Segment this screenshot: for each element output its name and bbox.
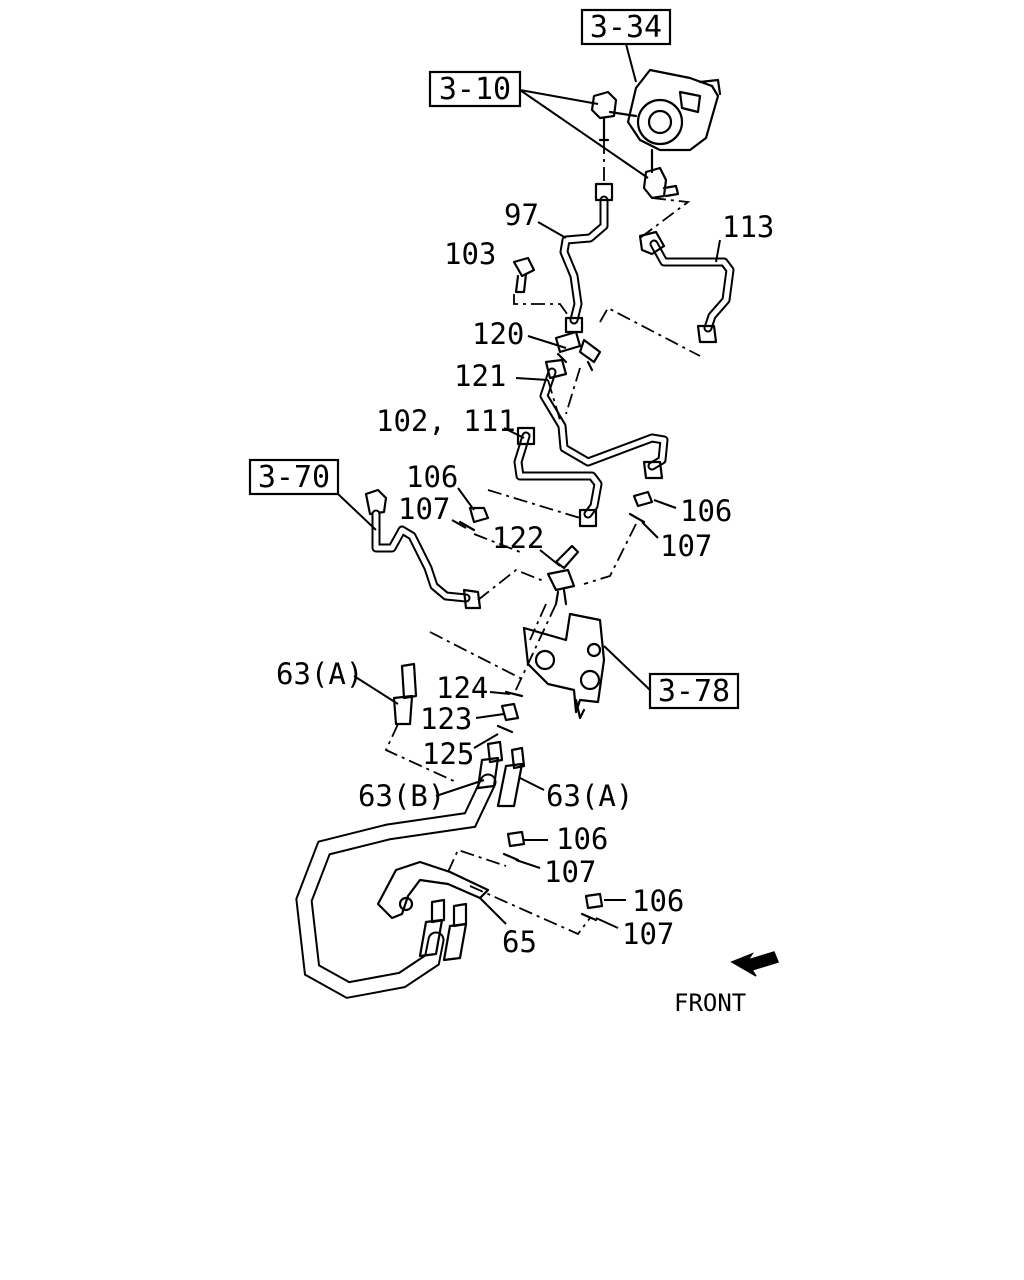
- front-arrow-icon: [730, 951, 779, 977]
- callout-63a-2: 63(A): [546, 779, 633, 813]
- pipe-113[interactable]: [638, 230, 735, 344]
- pipe-97[interactable]: [559, 182, 614, 334]
- callout-97: 97: [504, 198, 539, 232]
- washer-125[interactable]: [496, 724, 514, 734]
- callout-106-b: 106: [680, 494, 732, 528]
- nut-106-c[interactable]: [506, 830, 526, 848]
- callout-121: 121: [454, 359, 506, 393]
- callout-107-a: 107: [398, 492, 450, 526]
- callout-106-d: 106: [632, 884, 684, 918]
- washer-107-a[interactable]: [458, 520, 476, 532]
- pipe-121[interactable]: [539, 358, 669, 480]
- callout-106-a: 106: [406, 460, 458, 494]
- hose-63a-upper[interactable]: [392, 662, 418, 726]
- callout-102-111: 102, 111: [376, 404, 516, 438]
- callout-107-b: 107: [660, 529, 712, 563]
- nut-106-a[interactable]: [468, 506, 490, 524]
- callout-123: 123: [420, 702, 472, 736]
- hose-63a-lower[interactable]: [418, 746, 526, 962]
- washer-107-b[interactable]: [628, 512, 646, 524]
- washer-107-c[interactable]: [502, 852, 520, 862]
- ref-box-3-34[interactable]: 3-34: [580, 8, 672, 46]
- ref-box-3-70[interactable]: 3-70: [248, 458, 340, 496]
- nut-123[interactable]: [500, 702, 520, 722]
- callout-63a-1: 63(A): [276, 657, 363, 691]
- callout-65: 65: [502, 925, 537, 959]
- bolt-103[interactable]: [512, 256, 536, 294]
- callout-113: 113: [722, 210, 774, 244]
- bracket-65[interactable]: [376, 860, 490, 920]
- ref-box-3-10-label: 3-10: [439, 72, 511, 107]
- callout-103: 103: [444, 237, 496, 271]
- callout-125: 125: [422, 737, 474, 771]
- ref-box-3-78-label: 3-78: [658, 674, 730, 709]
- ref-box-3-34-label: 3-34: [590, 10, 662, 45]
- callout-107-c: 107: [544, 855, 596, 889]
- pipe-3-70[interactable]: [364, 488, 482, 610]
- valve-assembly: [590, 68, 722, 200]
- callout-122: 122: [492, 521, 544, 555]
- ref-box-3-78[interactable]: 3-78: [648, 672, 740, 710]
- nut-106-d[interactable]: [584, 892, 604, 910]
- callout-106-c: 106: [556, 822, 608, 856]
- ref-box-3-10[interactable]: 3-10: [428, 70, 522, 108]
- washer-124[interactable]: [504, 690, 524, 698]
- union-120[interactable]: [554, 330, 602, 372]
- tee-122[interactable]: [546, 544, 580, 606]
- callout-124: 124: [436, 671, 488, 705]
- callout-63b: 63(B): [358, 779, 445, 813]
- ref-box-3-70-label: 3-70: [258, 460, 330, 495]
- pipe-102-111[interactable]: [513, 426, 603, 528]
- front-label: FRONT: [674, 989, 746, 1017]
- callout-107-d: 107: [622, 917, 674, 951]
- bracket-3-78[interactable]: [522, 612, 606, 720]
- hose-63b[interactable]: [295, 740, 504, 999]
- callout-120: 120: [472, 317, 524, 351]
- washer-107-d[interactable]: [580, 912, 598, 922]
- nut-106-b[interactable]: [632, 490, 654, 508]
